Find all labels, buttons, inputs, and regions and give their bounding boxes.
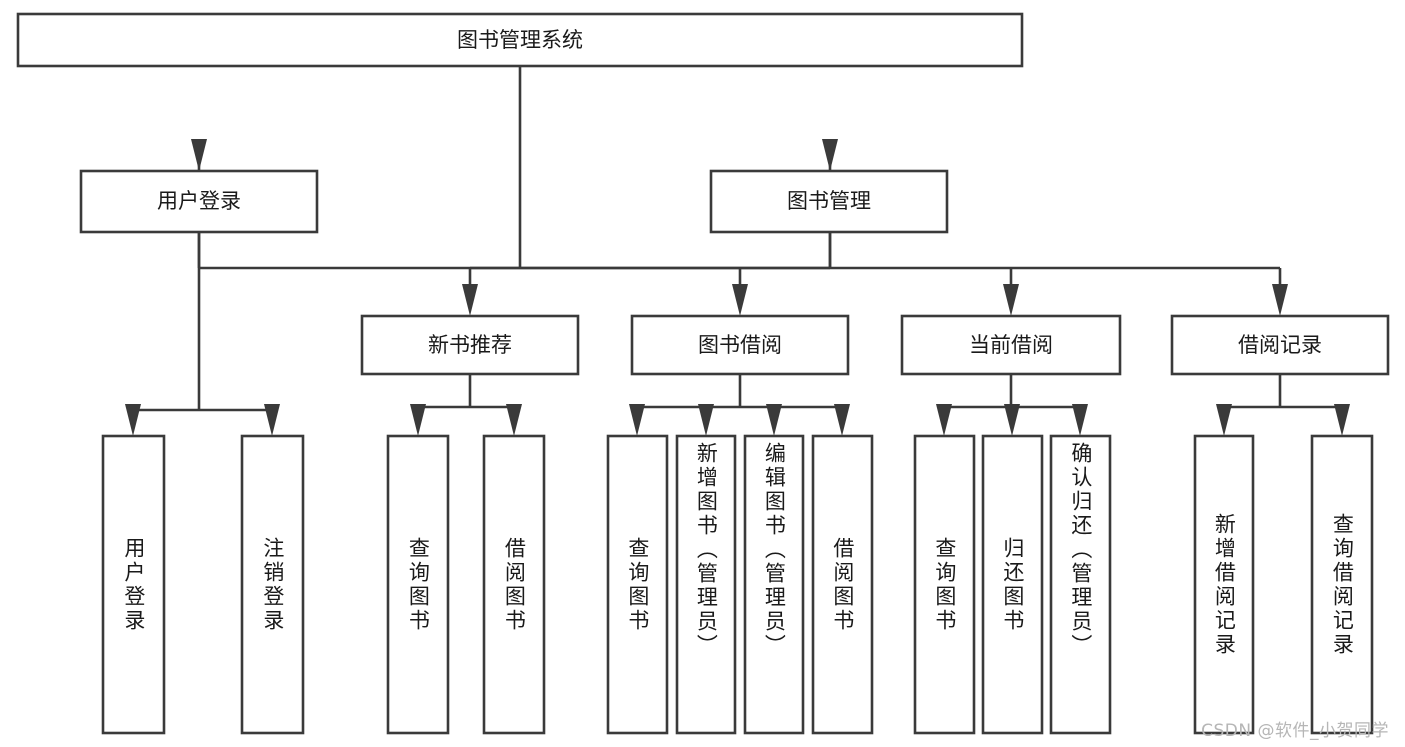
arrowhead-root-book-manage [822, 139, 838, 171]
node-box-user-login[interactable] [79, 169, 319, 234]
connector-group-user-login [125, 232, 280, 436]
arrowhead-user-login-leaf1 [125, 404, 141, 436]
arrow-cb-leaf3 [1072, 404, 1088, 436]
arrow-cb-leaf1 [936, 404, 952, 436]
node-box-leaf-query-book-2[interactable] [606, 434, 669, 735]
node-box-book-borrow[interactable] [630, 314, 850, 376]
node-label-book-borrow: 图书借阅 [698, 333, 782, 357]
arrowhead-user-login-leaf2 [264, 404, 280, 436]
node-box-title[interactable] [16, 12, 1024, 68]
node-box-leaf-logout[interactable] [240, 434, 305, 735]
node-box-leaf-user-login[interactable] [101, 434, 166, 735]
connector-group-new-book-rec [410, 374, 522, 436]
node-box-book-manage[interactable] [709, 169, 949, 234]
arrow-br-leaf2 [1334, 404, 1350, 436]
node-box-leaf-query-book-1[interactable] [386, 434, 450, 735]
node-box-leaf-confirm-return[interactable] [1049, 434, 1112, 735]
arrow-nbr-leaf1 [410, 404, 426, 436]
arrow-bm-current-borrow [1003, 268, 1019, 316]
node-box-new-book-rec[interactable] [360, 314, 580, 376]
connector-group-current-borrow [936, 374, 1088, 436]
arrow-bb-leaf4 [834, 404, 850, 436]
arrow-br-leaf1 [1216, 404, 1232, 436]
node-label-book-manage: 图书管理 [787, 189, 871, 213]
arrow-bm-book-borrow [732, 268, 748, 316]
node-box-leaf-borrow-book-1[interactable] [482, 434, 546, 735]
node-box-leaf-query-record[interactable] [1310, 434, 1374, 735]
node-label-title: 图书管理系统 [457, 28, 583, 52]
node-label-user-login: 用户登录 [157, 189, 241, 213]
connector-group-borrow-record [1216, 374, 1350, 436]
connector-group-book-borrow [629, 374, 850, 436]
node-box-borrow-record[interactable] [1170, 314, 1390, 376]
arrow-bm-borrow-record [1272, 268, 1288, 316]
arrow-cb-leaf2 [1004, 404, 1020, 436]
connector-group-book-manage [462, 232, 1288, 316]
node-label-current-borrow: 当前借阅 [969, 333, 1053, 357]
connector-group-root [199, 66, 830, 270]
arrow-bm-new-book-rec [462, 268, 478, 316]
watermark: CSDN @软件_小贺同学 [1201, 721, 1389, 741]
node-label-new-book-rec: 新书推荐 [428, 333, 512, 357]
arrow-bb-leaf2 [698, 404, 714, 436]
arrow-nbr-leaf2 [506, 404, 522, 436]
node-box-leaf-borrow-book-2[interactable] [811, 434, 874, 735]
node-box-leaf-edit-book[interactable] [743, 434, 805, 735]
node-box-leaf-add-record[interactable] [1193, 434, 1255, 735]
arrowhead-root-user-login [191, 139, 207, 171]
node-box-leaf-query-book-3[interactable] [913, 434, 976, 735]
node-label-borrow-record: 借阅记录 [1238, 333, 1322, 357]
node-box-leaf-add-book[interactable] [675, 434, 737, 735]
node-box-leaf-return-book[interactable] [981, 434, 1044, 735]
arrow-bb-leaf1 [629, 404, 645, 436]
node-box-current-borrow[interactable] [900, 314, 1122, 376]
arrow-bb-leaf3 [766, 404, 782, 436]
